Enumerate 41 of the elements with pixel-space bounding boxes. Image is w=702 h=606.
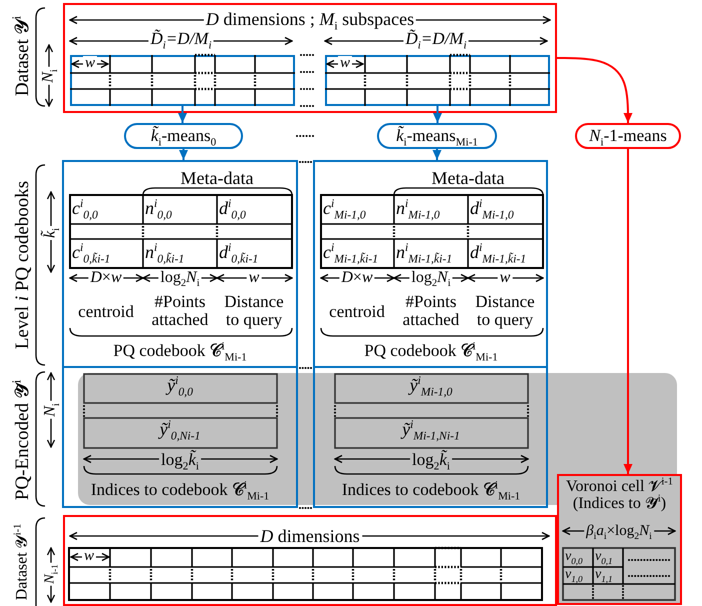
dimension-label: log$_{2}$N$_{i}$ <box>409 270 453 287</box>
dimension-label: D̃$_{i}$=D/M$_{i}$ <box>148 30 214 48</box>
connector-arrow <box>432 149 442 160</box>
cell-value: v$_{1,0}$ <box>565 568 583 583</box>
voronoi-cell-panel <box>557 474 682 605</box>
codebook-panel <box>313 160 548 368</box>
dataset-panel <box>63 3 557 113</box>
field-description: centroid <box>329 303 385 321</box>
connector-arrow <box>557 57 632 123</box>
group-label: Meta-data <box>432 169 504 188</box>
dimension-label: β$_{i}$a$_{i}$×log$_{2}$N$_{i}$ <box>584 524 654 540</box>
field-description: #Points attached <box>402 293 460 329</box>
section-label: Level i PQ codebooks <box>13 180 33 350</box>
field-description: Distance to query <box>223 293 285 329</box>
connector-arrow <box>433 106 442 123</box>
dimension-label: D dimensions ; M$_{i}$ subspaces <box>204 10 416 29</box>
dimension-label: log$_{2}$k̃$_{i}$ <box>410 451 452 469</box>
field-description: Distance to query <box>474 293 536 329</box>
process-label: k̃$_{i}$-means$_{0}$ <box>150 127 216 145</box>
panel-heading: Voronoi cell 𝓥$^{i-1}$ (Indices to 𝓨̃$^{i}$) <box>565 479 674 513</box>
codebook-panel <box>62 160 298 368</box>
dimension-label: log$_{2}$k̃$_{i}$ <box>159 451 201 469</box>
process-pill <box>124 123 243 149</box>
cell-value: v$_{0,1}$ <box>595 550 613 565</box>
connector-arrow <box>178 106 187 123</box>
field-description: #Points attached <box>150 293 210 329</box>
dimension-label: log$_{2}$N$_{i}$ <box>158 270 202 287</box>
process-pill <box>377 123 497 149</box>
encoded-panel <box>313 366 548 508</box>
group-label: Meta-data <box>180 169 254 188</box>
dimension-label: D̃$_{i}$=D/M$_{i}$ <box>403 30 469 48</box>
field-description: centroid <box>78 303 134 321</box>
connector-arrow <box>179 149 188 160</box>
process-pill <box>575 123 681 149</box>
connector-arrow <box>624 149 632 474</box>
process-label: N$_{i}$-1-means <box>589 127 667 145</box>
process-label: k̃$_{i}$-means$_{Mi-1}$ <box>396 127 478 145</box>
encoded-panel <box>62 366 298 508</box>
dataset-panel <box>63 515 557 606</box>
cell-value: v$_{1,1}$ <box>595 568 613 583</box>
cell-value: v$_{0,0}$ <box>565 550 583 565</box>
